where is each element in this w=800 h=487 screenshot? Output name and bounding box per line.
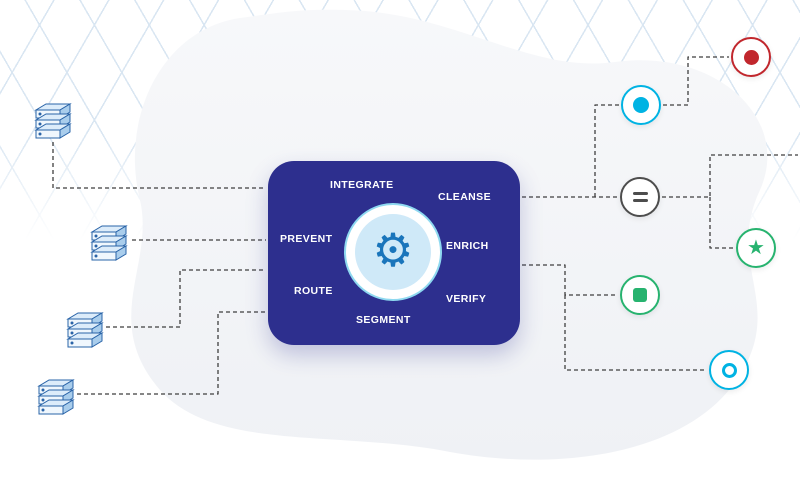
hub-label-route: ROUTE [294,285,333,297]
hub-label-enrich: ENRICH [446,240,489,252]
equals-icon [632,192,648,202]
database-stack-icon [37,379,75,415]
hub-label-segment: SEGMENT [356,314,411,326]
hub-label-prevent: PREVENT [280,233,333,245]
hub-label-verify: VERIFY [446,293,487,305]
database-stack-icon [66,312,104,348]
database-stack-icon [90,225,128,261]
hub-label-integrate: INTEGRATE [330,179,394,191]
output-cyan-ring [709,350,749,390]
output-cyan-dot [621,85,661,125]
hub-label-cleanse: CLEANSE [438,191,491,203]
processing-hub: INTEGRATE CLEANSE PREVENT ENRICH ROUTE V… [268,161,520,345]
output-equals [620,177,660,217]
ring-icon [721,362,737,378]
filled-circle-icon [743,49,759,65]
output-green-star: ★ [736,228,776,268]
output-green-square [620,275,660,315]
star-icon: ★ [747,235,765,259]
gear-icon: ⚙ [372,223,414,277]
hub-center-ring: ⚙ [344,203,442,301]
hub-center-disc: ⚙ [355,214,431,290]
output-red-dot [731,37,771,77]
filled-circle-icon [633,97,649,113]
database-stack-icon [34,103,72,139]
filled-square-icon [633,288,647,302]
